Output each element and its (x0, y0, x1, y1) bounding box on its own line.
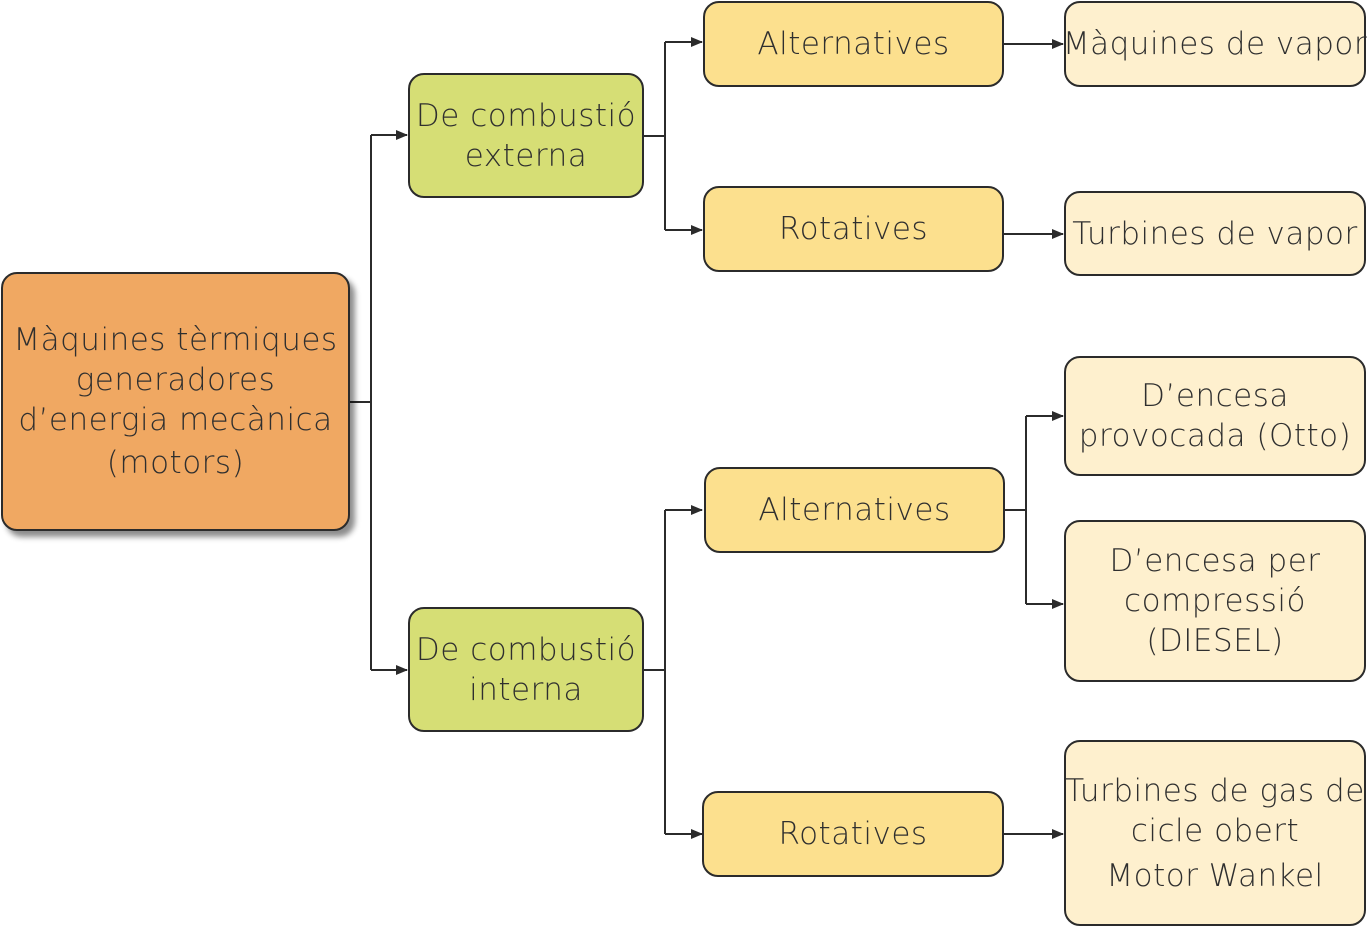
node-compression-ignition-diesel: D’encesa per compressió (DIESEL) (1064, 520, 1366, 682)
node-label-line: Alternatives (757, 26, 950, 62)
node-label-line: Màquines de vapor (1062, 26, 1367, 62)
node-label-line: Rotatives (778, 211, 929, 247)
root-line: (motors) (106, 445, 245, 481)
root-node-thermal-machines: Màquines tèrmiques generadores d’energia… (1, 272, 350, 531)
node-steam-turbines: Turbines de vapor (1064, 191, 1366, 276)
node-label-line: Turbines de gas de (1065, 772, 1365, 809)
node-label-line: provocada (Otto) (1078, 418, 1352, 454)
node-gas-turbines-wankel: Turbines de gas de cicle obert Motor Wan… (1064, 740, 1366, 926)
node-ext-alternatives: Alternatives (703, 1, 1004, 87)
root-line: d’energia mecànica (18, 402, 333, 438)
node-ext-rotatives: Rotatives (703, 186, 1004, 272)
node-label-line: D’encesa (1141, 378, 1289, 414)
node-label-line: Alternatives (758, 492, 951, 528)
node-label-line: De combustió (415, 97, 637, 134)
node-external-combustion: De combustió externa (408, 73, 644, 198)
node-label-line: (DIESEL) (1146, 623, 1284, 659)
node-steam-machines: Màquines de vapor (1062, 1, 1367, 87)
node-internal-combustion: De combustió interna (408, 607, 644, 732)
root-line: Màquines tèrmiques (13, 322, 338, 358)
node-int-rotatives: Rotatives (702, 791, 1004, 877)
node-label-line: compressió (1124, 583, 1306, 619)
node-label-line: Turbines de vapor (1072, 215, 1358, 252)
node-label-line: interna (469, 671, 583, 708)
node-label-line: cicle obert (1130, 812, 1300, 849)
node-label-line: De combustió (415, 631, 637, 668)
node-label-line: Rotatives (778, 816, 928, 852)
node-label-line: externa (464, 137, 588, 174)
node-int-alternatives: Alternatives (704, 467, 1005, 553)
node-label-line: D’encesa per (1109, 543, 1321, 579)
root-line: generadores (75, 362, 276, 398)
node-label-line: Motor Wankel (1106, 857, 1324, 894)
node-spark-ignition-otto: D’encesa provocada (Otto) (1064, 356, 1366, 476)
